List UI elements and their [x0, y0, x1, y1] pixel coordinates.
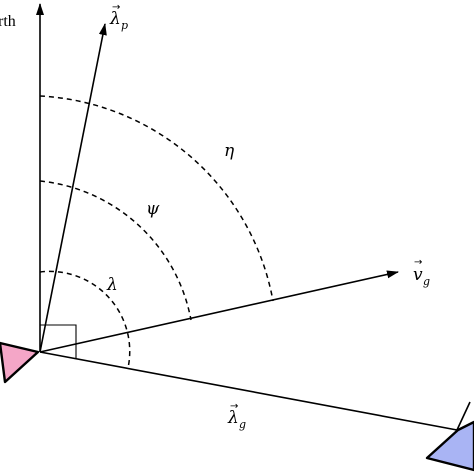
svg-text:g: g	[239, 418, 246, 431]
arc-eta	[39, 95, 274, 302]
target-marker-stroke	[456, 401, 471, 431]
svg-text:→: →	[112, 2, 120, 13]
ground-marker-triangle	[0, 341, 40, 384]
angle-psi-label: ψ	[146, 199, 160, 219]
svg-text:→: →	[230, 401, 238, 412]
right-angle-indicator	[40, 324, 77, 359]
lambda-p-label: → λ p	[109, 2, 128, 32]
lambda-p-vector	[39, 23, 107, 353]
north-axis-label: rth	[0, 13, 16, 30]
angle-eta-label: η	[224, 141, 235, 161]
svg-text:λ: λ	[109, 9, 121, 29]
arc-lambda	[39, 270, 131, 369]
svg-text:p: p	[121, 19, 128, 32]
lambda-g-vector	[39, 351, 458, 431]
svg-text:v: v	[413, 265, 423, 285]
v-g-vector	[39, 270, 399, 353]
svg-text:→: →	[414, 257, 422, 268]
v-g-label: → v g	[413, 257, 430, 288]
target-marker-triangle	[425, 420, 474, 472]
angle-lambda-label: λ	[106, 275, 118, 295]
svg-text:λ: λ	[227, 408, 239, 428]
lambda-g-label: → λ g	[227, 401, 246, 431]
arc-psi	[39, 180, 192, 321]
svg-text:g: g	[423, 275, 430, 288]
